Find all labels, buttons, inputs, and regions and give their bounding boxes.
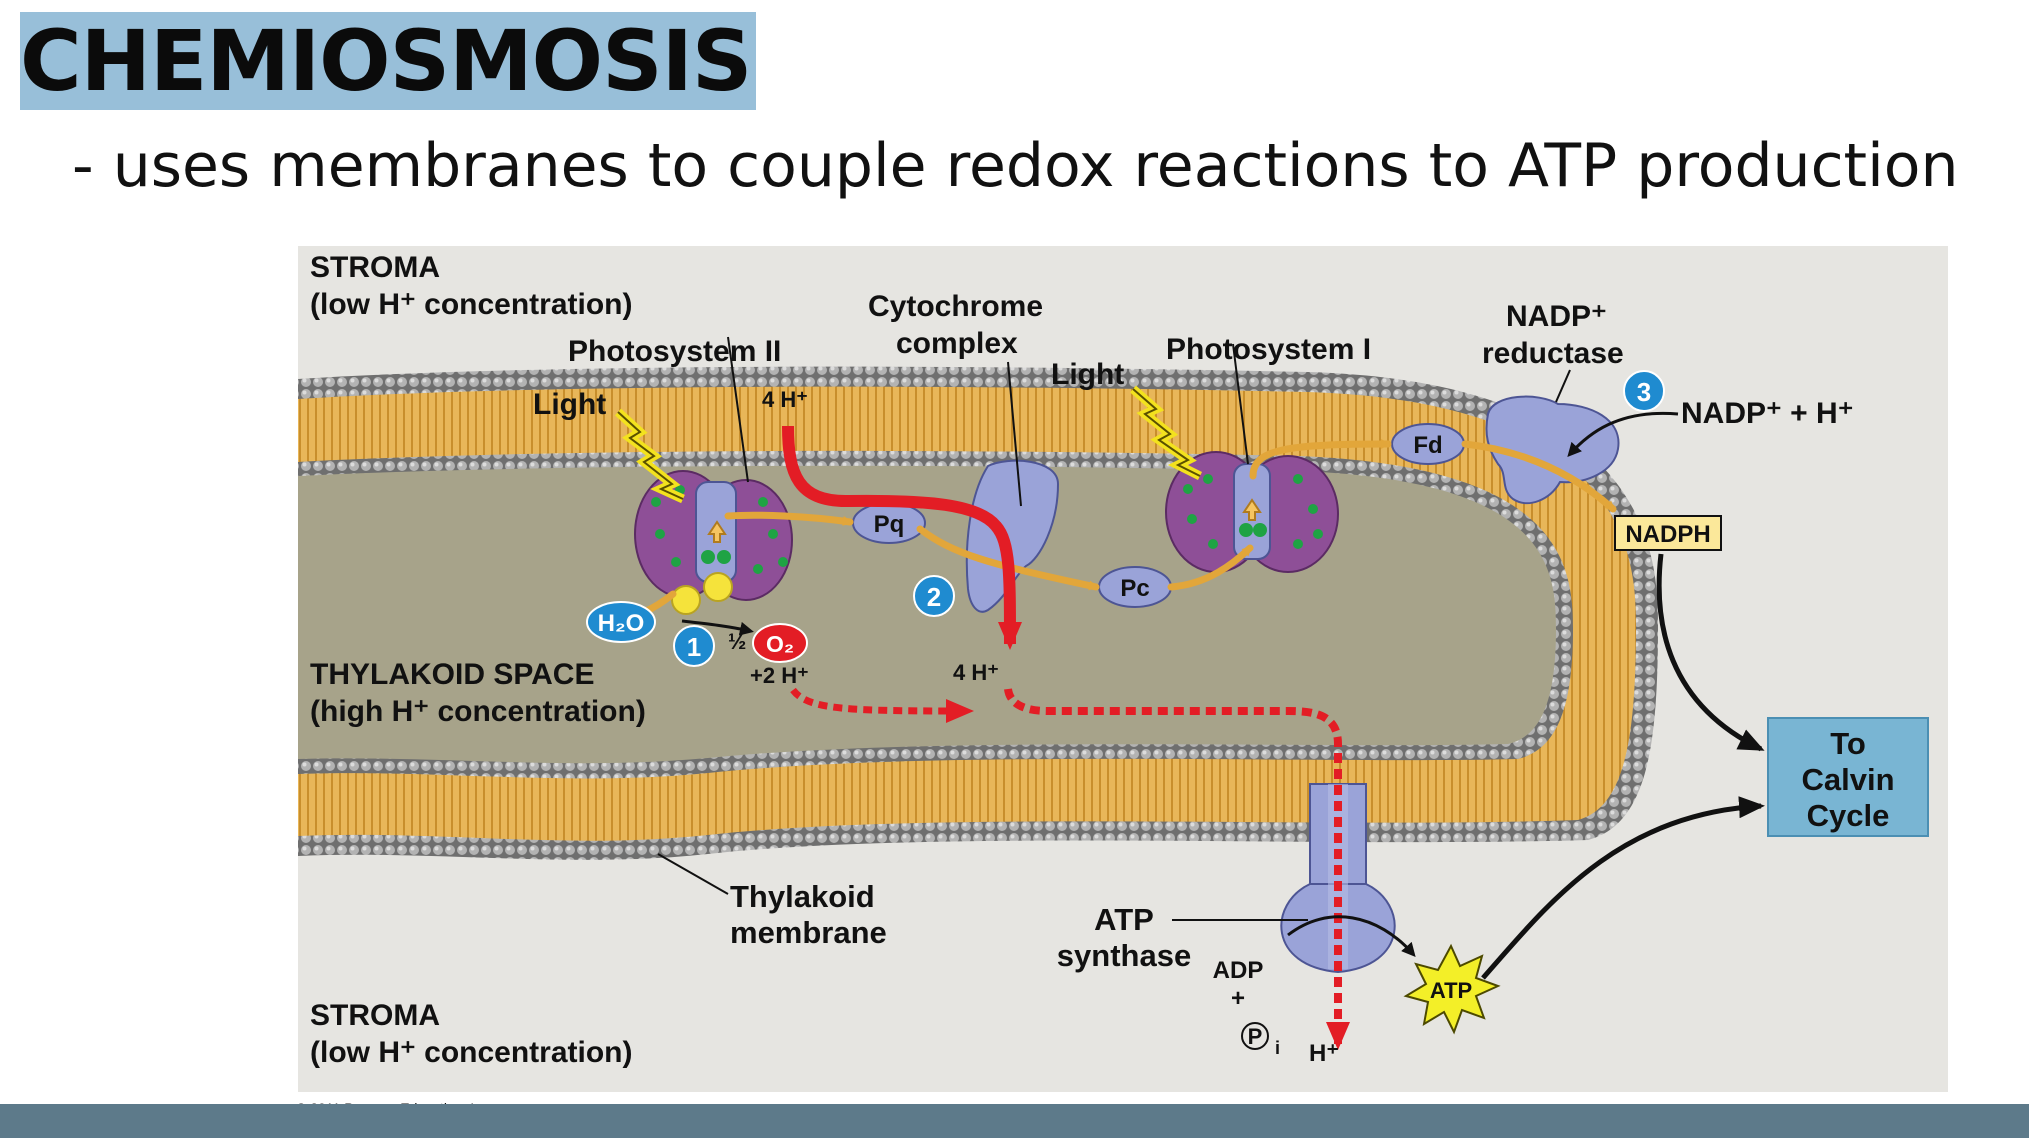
- atp-burst: [1403, 943, 1501, 1035]
- svg-text:Calvin: Calvin: [1801, 762, 1894, 797]
- atp-label: ATP: [1430, 978, 1472, 1003]
- title-background: [20, 12, 756, 110]
- nadph-to-calvin-arrow: [1656, 553, 1765, 752]
- thylakoid-space-label: THYLAKOID SPACE: [310, 658, 594, 691]
- stroma-top-label: STROMA: [310, 251, 440, 284]
- pc-label: Pc: [1120, 575, 1149, 602]
- pq-label: Pq: [874, 511, 905, 538]
- h2-label: +2 H⁺: [750, 663, 809, 688]
- h4-top-label: 4 H⁺: [762, 387, 808, 412]
- cytochrome-label-1: Cytochrome: [868, 290, 1043, 323]
- nadp-reductase-label-1: NADP⁺: [1506, 300, 1607, 333]
- svg-text:3: 3: [1637, 377, 1651, 407]
- stroma-bottom-note: (low H⁺ concentration): [310, 1036, 633, 1069]
- oxygen-badge: [752, 623, 808, 663]
- chemiosmosis-diagram: STROMA (low H⁺ concentration) THYLAKOID …: [288, 246, 1952, 1124]
- nadp-reductase-label-2: reductase: [1482, 337, 1624, 370]
- upward-arrows: [707, 498, 1262, 543]
- bottom-bar: [0, 1104, 2029, 1138]
- stroma-bottom-label: STROMA: [310, 999, 440, 1032]
- water-split-arrow: [681, 619, 754, 636]
- light-label-psi: Light: [1051, 358, 1124, 391]
- phosphate-subscript: i: [1275, 1038, 1280, 1058]
- phosphate-circle: [1241, 1022, 1269, 1050]
- svg-text:1: 1: [687, 632, 701, 662]
- atp-synthesis-arrow: [1287, 915, 1416, 958]
- proton-gradient-arrow: [790, 687, 974, 723]
- proton-pump-arrow: [782, 425, 1022, 650]
- atp-to-calvin-arrow: [1481, 796, 1765, 980]
- half-label: ½: [728, 629, 746, 654]
- atp-synthase-label-1: ATP: [1094, 902, 1154, 937]
- stroma-top-note: (low H⁺ concentration): [310, 288, 633, 321]
- step-1-badge: [673, 625, 715, 667]
- h-out-label: H⁺: [1309, 1040, 1339, 1067]
- nadp-input-label: NADP⁺ + H⁺: [1681, 397, 1854, 430]
- thylakoid-membrane-label-1: Thylakoid: [730, 879, 875, 914]
- thylakoid-space-note: (high H⁺ concentration): [310, 695, 646, 728]
- proton-flow-arrow: [1004, 688, 1350, 1050]
- manganese-cluster: [671, 585, 701, 615]
- light-label-psii: Light: [533, 388, 606, 421]
- h4-mid-label: 4 H⁺: [953, 660, 999, 685]
- nadph-label: NADPH: [1625, 521, 1710, 548]
- photosystem-i-label: Photosystem I: [1166, 333, 1371, 366]
- step-3-badge: [1623, 370, 1665, 412]
- slide-title: CHEMIOSMOSIS: [20, 12, 752, 110]
- svg-text:2: 2: [927, 582, 941, 612]
- calvin-cycle-box: [1767, 717, 1929, 837]
- plus-label: +: [1231, 985, 1245, 1012]
- cytochrome-label-2: complex: [896, 327, 1018, 360]
- water-badge: [586, 601, 656, 643]
- adp-label: ADP: [1213, 957, 1264, 984]
- thylakoid-membrane-label-2: membrane: [730, 915, 887, 950]
- photosystem-ii-label: Photosystem II: [568, 335, 781, 368]
- svg-text:Cycle: Cycle: [1807, 798, 1890, 833]
- step-2-badge: [913, 575, 955, 617]
- fd-label: Fd: [1413, 432, 1442, 459]
- photosystem-ii: [634, 470, 793, 601]
- phosphate-label: P: [1248, 1024, 1263, 1049]
- svg-text:To: To: [1830, 726, 1866, 761]
- atp-synthase-label-2: synthase: [1057, 938, 1191, 973]
- nadp-input-arrow: [1567, 411, 1679, 457]
- slide-subtitle: - uses membranes to couple redox reactio…: [72, 131, 1959, 201]
- nadph-box: [1614, 515, 1722, 551]
- oxygen-label: O₂: [766, 631, 794, 657]
- water-label: H₂O: [598, 610, 645, 637]
